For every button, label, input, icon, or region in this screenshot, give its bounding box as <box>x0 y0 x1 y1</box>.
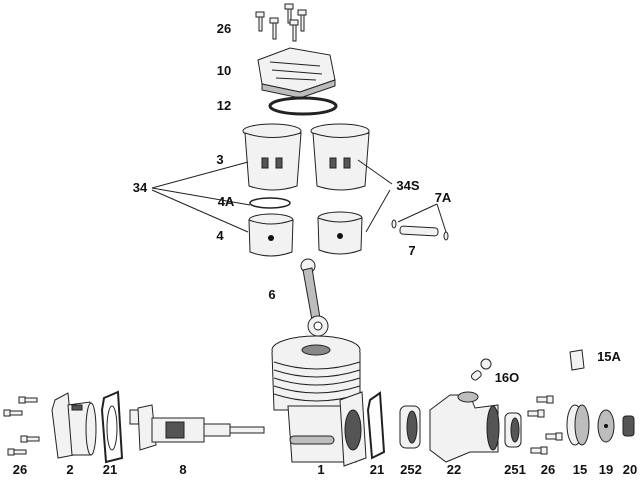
prop-nut <box>622 415 635 437</box>
label-1: 1 <box>317 462 324 477</box>
rear-bearing <box>399 405 421 449</box>
wrist-pin <box>391 219 449 241</box>
connecting-rod <box>300 258 329 337</box>
spinner-nut <box>569 349 585 371</box>
crankcase <box>271 335 367 467</box>
cylinder-liner-left <box>242 123 302 191</box>
backplate <box>51 392 97 459</box>
rear-gasket <box>100 390 124 464</box>
label-26-top: 26 <box>217 21 231 36</box>
carb-fitting <box>470 358 492 381</box>
label-7: 7 <box>408 243 415 258</box>
label-26-front: 26 <box>541 462 555 477</box>
label-34S: 34S <box>396 178 419 193</box>
label-21-front: 21 <box>370 462 384 477</box>
washer <box>597 409 615 443</box>
label-8: 8 <box>179 462 186 477</box>
label-19: 19 <box>599 462 613 477</box>
piston-left <box>248 213 294 257</box>
label-4: 4 <box>216 228 224 243</box>
front-bearing <box>504 412 522 448</box>
crankshaft <box>129 404 265 451</box>
label-4A: 4A <box>218 194 235 209</box>
label-251: 251 <box>504 462 526 477</box>
rear-screws <box>3 396 40 456</box>
piston-right <box>317 211 363 255</box>
label-10: 10 <box>217 63 231 78</box>
label-22: 22 <box>447 462 461 477</box>
label-12: 12 <box>217 98 231 113</box>
label-252: 252 <box>400 462 422 477</box>
cylinder-head <box>257 47 336 99</box>
front-gasket <box>366 391 386 460</box>
label-3: 3 <box>216 152 223 167</box>
label-6: 6 <box>268 287 275 302</box>
label-2: 2 <box>66 462 73 477</box>
front-housing <box>429 391 500 463</box>
label-20: 20 <box>623 462 637 477</box>
front-screws <box>527 395 563 455</box>
head-gasket <box>268 96 338 116</box>
leader-lines <box>151 159 447 233</box>
label-34: 34 <box>133 180 148 195</box>
piston-ring <box>249 197 291 209</box>
label-26-rear: 26 <box>13 462 27 477</box>
label-7A: 7A <box>435 190 452 205</box>
head-screws <box>255 3 307 42</box>
label-16O: 16O <box>495 370 520 385</box>
label-15: 15 <box>573 462 587 477</box>
cylinder-liner-right <box>310 123 370 191</box>
label-21-rear: 21 <box>103 462 117 477</box>
label-15A: 15A <box>597 349 621 364</box>
drive-hub <box>566 404 590 446</box>
